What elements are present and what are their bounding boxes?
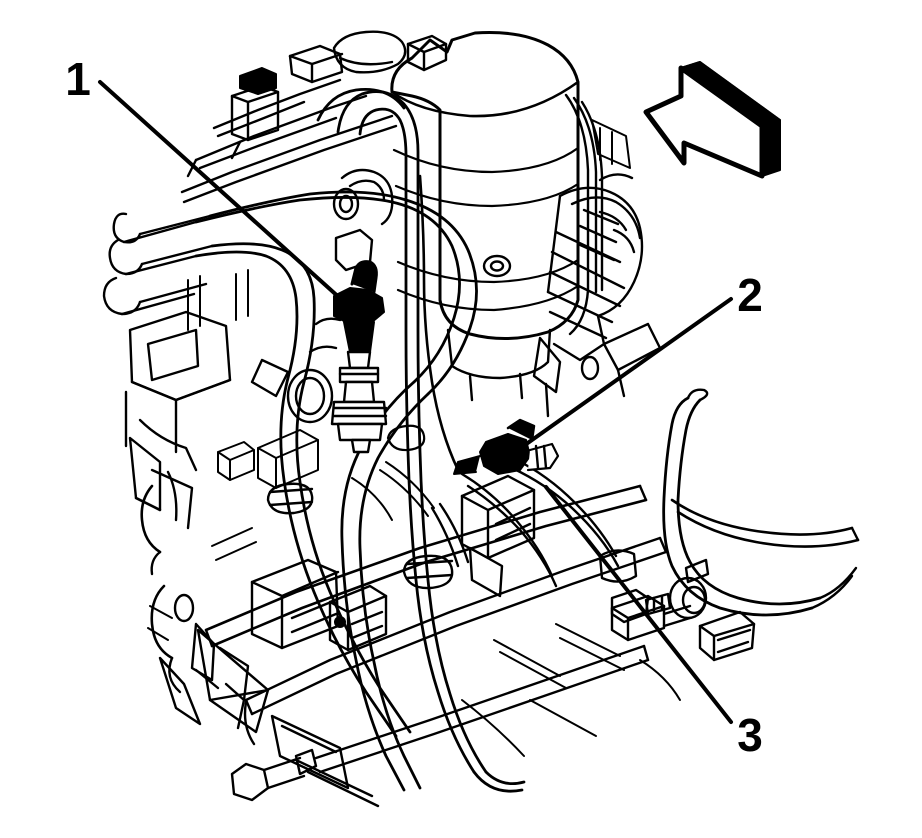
harness-connector (453, 418, 560, 475)
right-bracket (662, 388, 860, 617)
lower-left-wedge (196, 628, 270, 734)
lower-connector-block (250, 558, 388, 652)
mid-right-module (460, 474, 536, 598)
lower-ribs (194, 668, 380, 808)
leader-line-1 (98, 80, 354, 311)
hose-primary-d (316, 88, 460, 472)
hose-primary-b (194, 242, 412, 738)
upper-right-ribs (576, 173, 634, 262)
upper-rail (180, 78, 398, 204)
top-boss (332, 30, 448, 74)
leader-line-3 (544, 485, 733, 724)
lower-right-hardware (610, 558, 710, 624)
callout-labels: 1 2 3 (65, 53, 763, 761)
callout-label-1: 1 (65, 53, 91, 105)
callout-label-2: 2 (737, 269, 763, 321)
hose-clamps (266, 424, 454, 590)
exhaust-manifold-shield (532, 186, 662, 418)
coil-block (230, 44, 344, 142)
callout-leaders (98, 80, 733, 724)
harness-wires-right (430, 454, 620, 588)
bottom-long-tube (230, 644, 650, 802)
leader-line-2 (506, 297, 733, 459)
background-detail-lines (147, 119, 681, 757)
engine-block-left (124, 310, 232, 530)
right-small-parts (598, 549, 756, 662)
callout-label-3: 3 (737, 709, 763, 761)
canister-body (390, 31, 604, 402)
hose-ends-left (102, 212, 214, 316)
sensor-valve-assembly (330, 260, 388, 454)
view-direction-arrow (643, 61, 781, 179)
engine-assembly-artwork (102, 30, 860, 808)
arrow-front-face (643, 65, 765, 179)
